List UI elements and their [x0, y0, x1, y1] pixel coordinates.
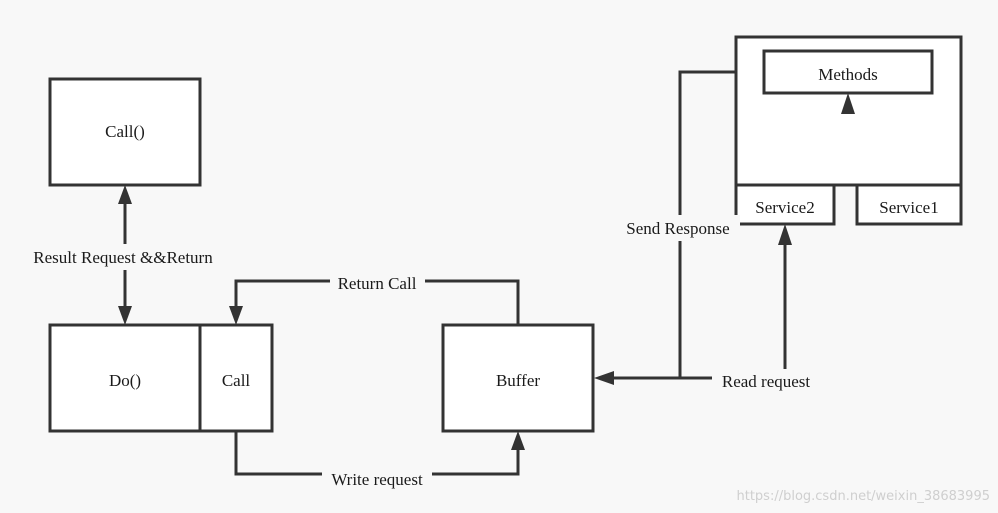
service2-label: Service2 [755, 198, 814, 217]
arrowhead-down-call [229, 306, 243, 325]
connector-buffer-to-service2 [680, 244, 787, 380]
methods-label: Methods [818, 65, 878, 84]
methods-box [762, 49, 934, 95]
send-response-label: Send Response [626, 219, 729, 238]
call-fn-box [48, 77, 202, 187]
do-fn-label: Do() [109, 371, 141, 390]
arrowhead-up-callfn [118, 185, 132, 204]
write-request-label: Write request [331, 470, 423, 489]
arrowhead-up-buffer [511, 431, 525, 450]
arrowhead-up-methods [841, 93, 855, 114]
call-label: Call [222, 371, 251, 390]
watermark: https://blog.csdn.net/weixin_38683995 [736, 489, 990, 504]
arrowhead-down-do [118, 306, 132, 325]
return-call-label: Return Call [338, 274, 417, 293]
call-fn-label: Call() [105, 122, 145, 141]
read-request-label: Read request [722, 372, 811, 391]
buffer-box [441, 323, 595, 433]
arrowhead-left-buffer [594, 371, 614, 385]
arrowhead-up-service2 [778, 224, 792, 245]
buffer-label: Buffer [496, 371, 540, 390]
do-fn-box [48, 323, 202, 433]
service1-box [855, 183, 963, 226]
service1-label: Service1 [879, 198, 938, 217]
service2-box [734, 183, 836, 226]
result-request-return-label: Result Request &&Return [33, 248, 213, 267]
